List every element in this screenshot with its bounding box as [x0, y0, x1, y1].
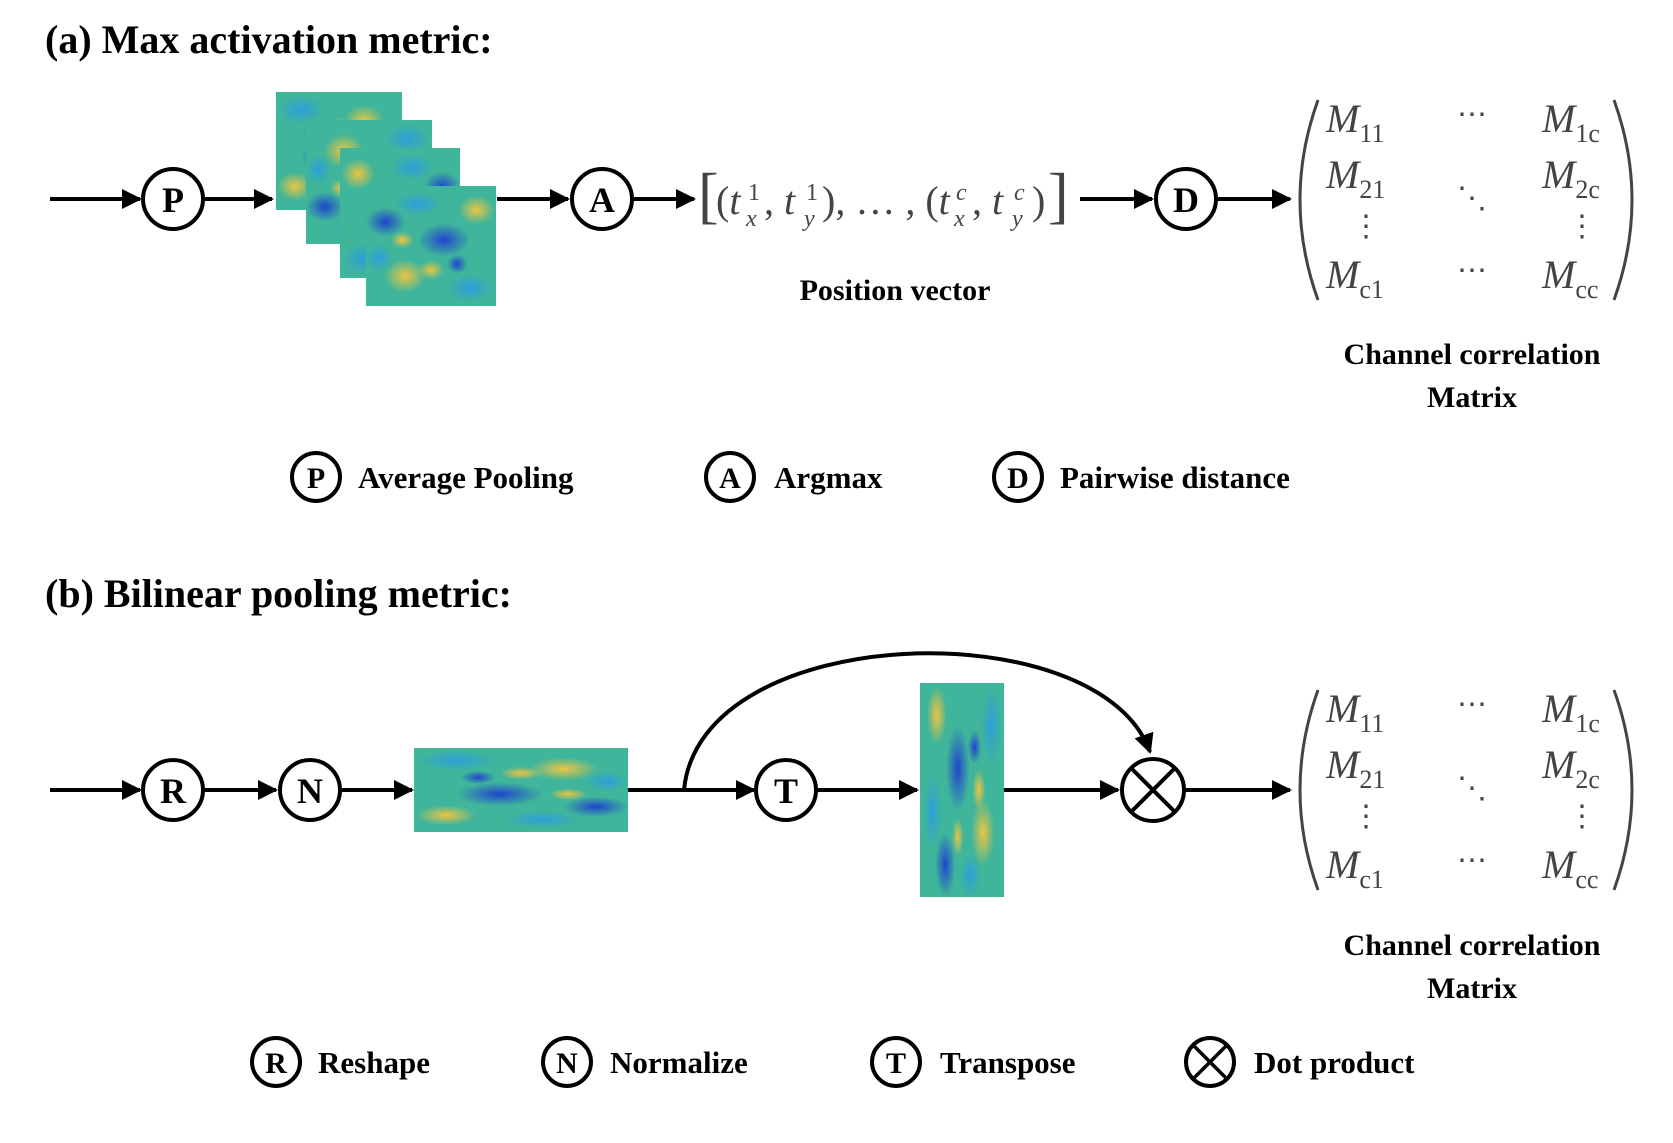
feature-maps-stack — [276, 92, 496, 306]
svg-text:P: P — [162, 180, 184, 220]
svg-text:Dot product: Dot product — [1254, 1045, 1415, 1080]
legend-b-normalize: N Normalize — [541, 1036, 748, 1088]
panel-b-title: (b) Bilinear pooling metric: — [45, 571, 512, 616]
feature-map-4 — [366, 186, 496, 306]
svg-text:Average Pooling: Average Pooling — [358, 460, 574, 495]
svg-text:T: T — [886, 1047, 906, 1080]
legend-b: R Reshape N Normalize T Transpose Dot pr… — [250, 1036, 1415, 1088]
op-pairwise-distance: D — [1154, 167, 1218, 231]
svg-text:y: y — [1010, 206, 1023, 232]
matrix-a-label-line2: Matrix — [1427, 381, 1517, 414]
legend-a-distance: D Pairwise distance — [992, 451, 1290, 503]
svg-text:⋯: ⋯ — [1457, 98, 1487, 131]
correlation-matrix-a: M11 ⋯ M1c M21 ⋱ M2c ⋮ ⋮ Mc1 ⋯ Mcc — [1298, 96, 1634, 304]
svg-text:c: c — [956, 180, 967, 206]
svg-text:1: 1 — [748, 180, 760, 206]
legend-b-dot-product: Dot product — [1184, 1036, 1415, 1088]
op-transpose: T — [754, 758, 818, 822]
svg-text:Reshape: Reshape — [318, 1045, 430, 1080]
matrix-b-label-line2: Matrix — [1427, 972, 1517, 1005]
svg-text:N: N — [297, 771, 323, 811]
svg-text:x: x — [953, 206, 965, 232]
svg-text:Pairwise distance: Pairwise distance — [1060, 460, 1290, 495]
svg-text:D: D — [1173, 180, 1199, 220]
svg-text:⋮: ⋮ — [1567, 800, 1597, 833]
position-vector-formula: [ (t 1 x , t 1 y ), … , (t c x , t c y )… — [698, 162, 1069, 232]
svg-text:M1c: M1c — [1541, 686, 1600, 738]
op-argmax: A — [570, 167, 634, 231]
matrix-b-label-line1: Channel correlation — [1344, 929, 1601, 962]
svg-text:1: 1 — [806, 180, 818, 206]
svg-text:M2c: M2c — [1541, 742, 1600, 794]
svg-text:⋱: ⋱ — [1457, 772, 1487, 805]
svg-text:M21: M21 — [1325, 152, 1385, 204]
svg-text:c: c — [1014, 180, 1025, 206]
legend-b-transpose: T Transpose — [870, 1036, 1076, 1088]
panel-a-title: (a) Max activation metric: — [45, 17, 493, 62]
svg-text:R: R — [265, 1047, 287, 1080]
svg-text:⋯: ⋯ — [1457, 688, 1487, 721]
op-dot-product — [1120, 757, 1186, 823]
svg-text:(t: (t — [716, 178, 741, 223]
svg-text:y: y — [802, 206, 815, 232]
svg-text:, t: , t — [764, 178, 796, 223]
svg-text:A: A — [719, 462, 741, 495]
svg-text:), … , (t: ), … , (t — [822, 178, 951, 223]
arrow-skip-connection — [682, 651, 1154, 791]
svg-text:Mcc: Mcc — [1541, 252, 1598, 304]
svg-text:M11: M11 — [1325, 686, 1384, 738]
svg-text:⋯: ⋯ — [1457, 254, 1487, 287]
svg-text:Mc1: Mc1 — [1325, 252, 1384, 304]
op-average-pooling: P — [141, 167, 205, 231]
svg-text:Transpose: Transpose — [940, 1045, 1076, 1080]
matrix-a-label-line1: Channel correlation — [1344, 338, 1601, 371]
svg-text:M2c: M2c — [1541, 152, 1600, 204]
svg-text:Mc1: Mc1 — [1325, 842, 1384, 894]
svg-text:, t: , t — [972, 178, 1004, 223]
svg-text:M11: M11 — [1325, 96, 1384, 148]
svg-text:⋮: ⋮ — [1351, 800, 1381, 833]
svg-text:x: x — [745, 206, 757, 232]
op-normalize: N — [278, 758, 342, 822]
svg-text:⋱: ⋱ — [1457, 182, 1487, 215]
legend-a-argmax: A Argmax — [704, 451, 883, 503]
svg-text:Mcc: Mcc — [1541, 842, 1598, 894]
reshaped-feature-matrix — [414, 748, 628, 832]
svg-text:⋮: ⋮ — [1351, 210, 1381, 243]
svg-text:N: N — [556, 1047, 578, 1080]
svg-text:D: D — [1007, 462, 1029, 495]
transposed-feature-matrix — [920, 683, 1004, 897]
svg-text:A: A — [589, 180, 615, 220]
legend-a: P Average Pooling A Argmax D Pairwise di… — [290, 451, 1290, 503]
svg-text:]: ] — [1048, 162, 1069, 230]
svg-text:⋮: ⋮ — [1567, 210, 1597, 243]
correlation-matrix-b: M11 ⋯ M1c M21 ⋱ M2c ⋮ ⋮ Mc1 ⋯ Mcc — [1298, 686, 1634, 894]
svg-text:⋯: ⋯ — [1457, 844, 1487, 877]
legend-a-pool: P Average Pooling — [290, 451, 574, 503]
legend-b-reshape: R Reshape — [250, 1036, 430, 1088]
position-vector-label: Position vector — [800, 274, 991, 307]
svg-text:Normalize: Normalize — [610, 1045, 748, 1080]
svg-text:R: R — [160, 771, 187, 811]
svg-text:M1c: M1c — [1541, 96, 1600, 148]
svg-text:): ) — [1032, 178, 1045, 223]
svg-text:M21: M21 — [1325, 742, 1385, 794]
svg-text:T: T — [774, 771, 798, 811]
svg-text:P: P — [307, 462, 325, 495]
svg-text:Argmax: Argmax — [774, 460, 883, 495]
op-reshape: R — [141, 758, 205, 822]
svg-text:[: [ — [698, 162, 719, 230]
